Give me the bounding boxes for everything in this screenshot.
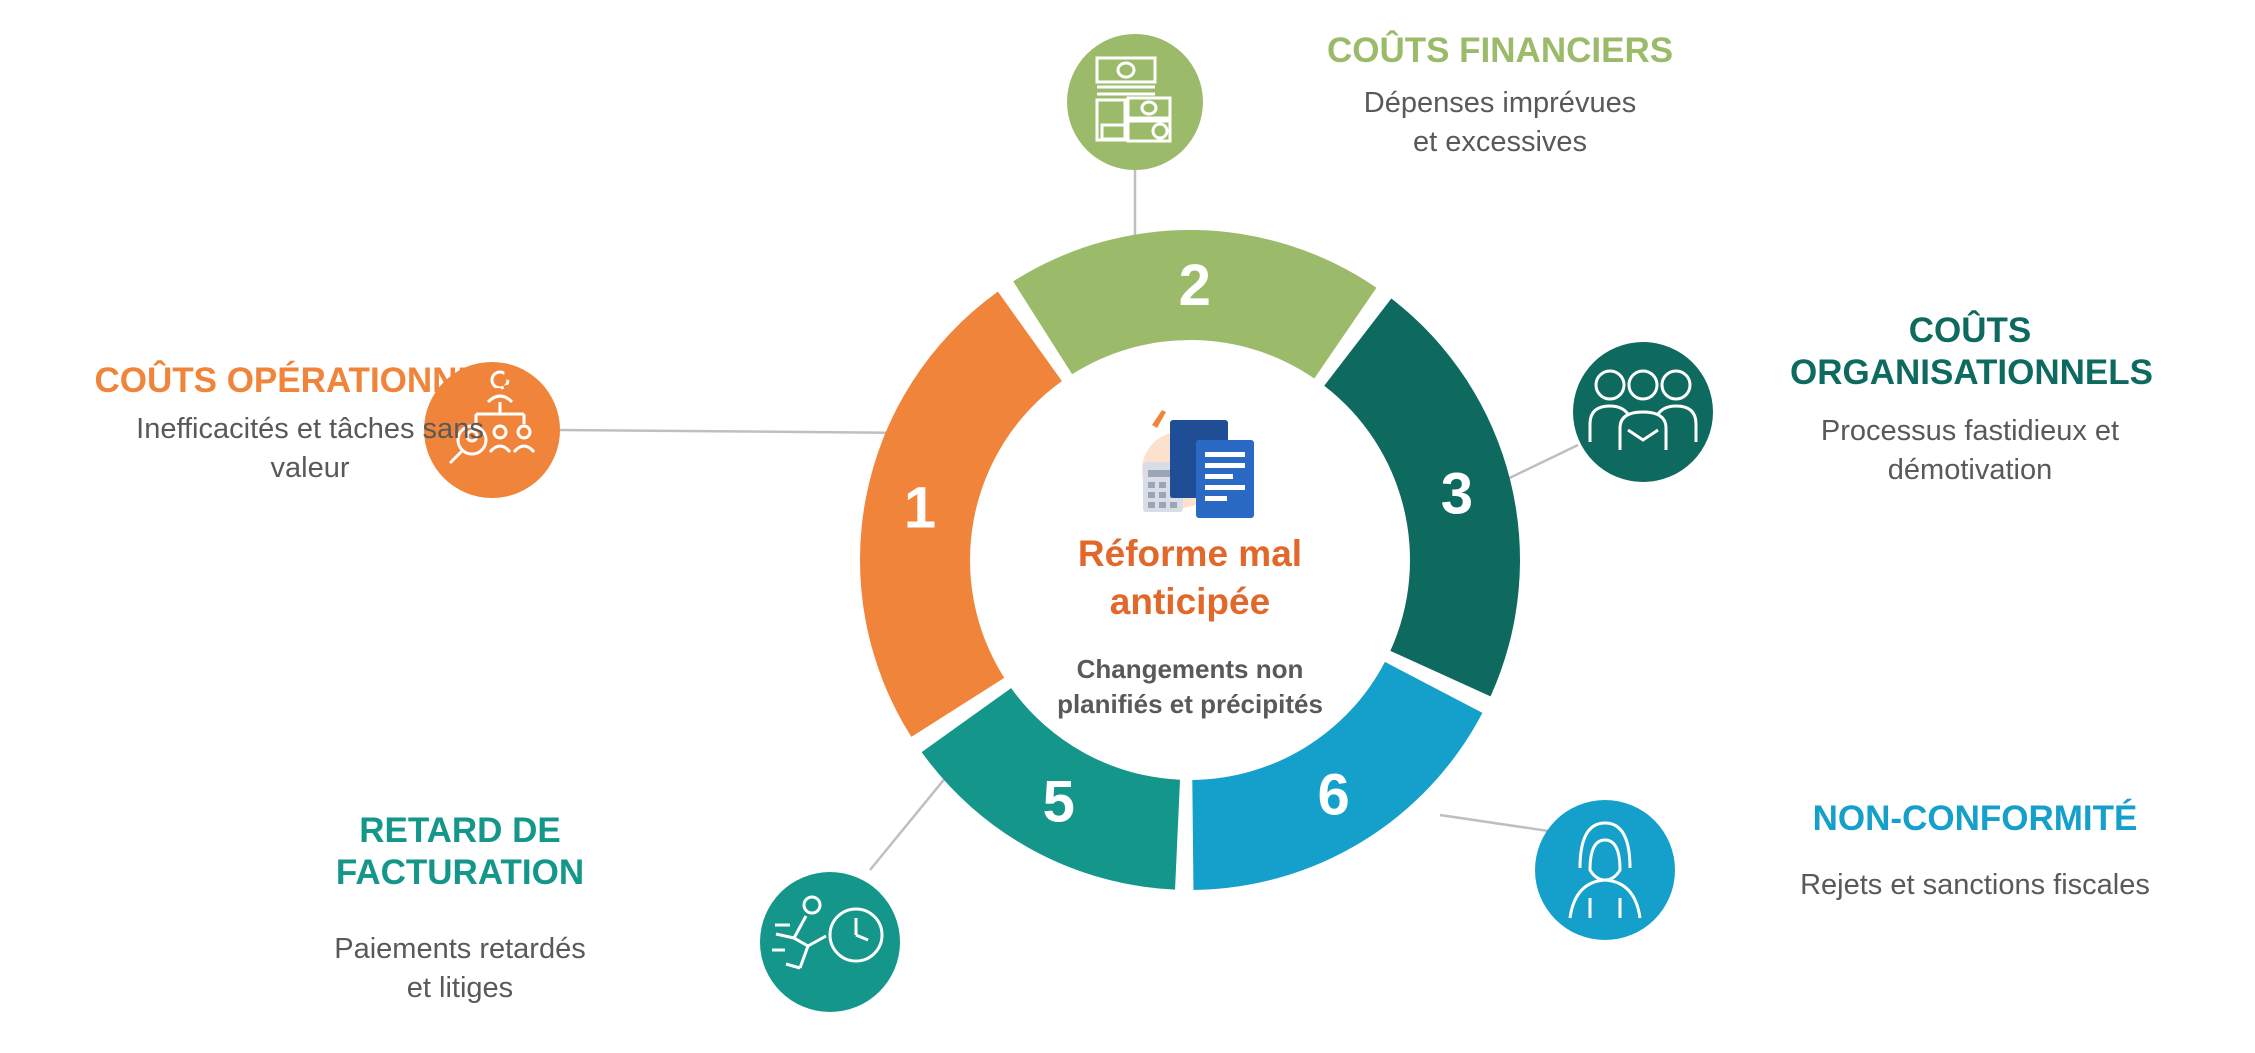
- item-description: Rejets et sanctions fiscales: [1800, 869, 2150, 901]
- document-icon: [1142, 410, 1254, 518]
- item-title: NON-CONFORMITÉ: [1812, 799, 2138, 838]
- team-icon: [1588, 369, 1698, 450]
- segment-number-6: 6: [1318, 762, 1350, 827]
- item-title: COÛTS OPÉRATIONNELS: [94, 361, 526, 400]
- financiers-icon-group: [1067, 34, 1203, 170]
- connector-conformite: [1439, 813, 1556, 834]
- item-operationnels: COÛTS OPÉRATIONNELS Inefficacités et tâc…: [10, 360, 610, 488]
- segment-number-5: 5: [1043, 770, 1075, 835]
- item-title: RETARD DE FACTURATION: [335, 811, 585, 892]
- ring-segment-2: [1013, 230, 1377, 379]
- item-description: Inefficacités et tâches sans valeur: [136, 413, 484, 484]
- ring-segment-1: [860, 291, 1062, 737]
- organisationnels-icon-group: [1573, 342, 1713, 482]
- center-title: Réforme mal anticipée: [1077, 533, 1303, 622]
- segment-number-3: 3: [1441, 461, 1473, 526]
- item-description: Paiements retardés et litiges: [334, 933, 586, 1004]
- item-conformite: NON-CONFORMITÉ Rejets et sanctions fisca…: [1745, 798, 2205, 905]
- ring-segment-5: [921, 688, 1181, 890]
- item-organisationnels: COÛTS ORGANISATIONNELS Processus fastidi…: [1745, 310, 2195, 490]
- item-description: Dépenses imprévues et excessives: [1363, 87, 1637, 158]
- ring-segment-3: [1324, 298, 1520, 697]
- connector-operationnels: [559, 428, 923, 435]
- item-financiers: COÛTS FINANCIERS Dépenses imprévues et e…: [1250, 30, 1750, 162]
- center-subtitle: Changements non planifiés et précipités: [1057, 654, 1323, 719]
- money-stack-icon: [1095, 56, 1172, 143]
- item-title: COÛTS ORGANISATIONNELS: [1790, 311, 2153, 392]
- item-description: Processus fastidieux et démotivation: [1820, 415, 2120, 486]
- ring: 1 2 3 6 5: [860, 230, 1520, 890]
- conformite-icon-group: [1535, 800, 1675, 940]
- segment-number-2: 2: [1179, 253, 1211, 318]
- facturation-icon-group: [760, 872, 900, 1012]
- running-clock-icon: [772, 895, 884, 970]
- item-facturation: RETARD DE FACTURATION Paiements retardés…: [270, 810, 650, 1008]
- hooded-person-icon: [1568, 821, 1642, 919]
- item-title: COÛTS FINANCIERS: [1326, 31, 1674, 70]
- operationnels-icon-group: [424, 362, 560, 498]
- ring-segment-6: [1192, 661, 1483, 890]
- org-search-icon: [448, 370, 536, 465]
- segment-number-1: 1: [904, 476, 936, 541]
- center-disc: [972, 342, 1408, 778]
